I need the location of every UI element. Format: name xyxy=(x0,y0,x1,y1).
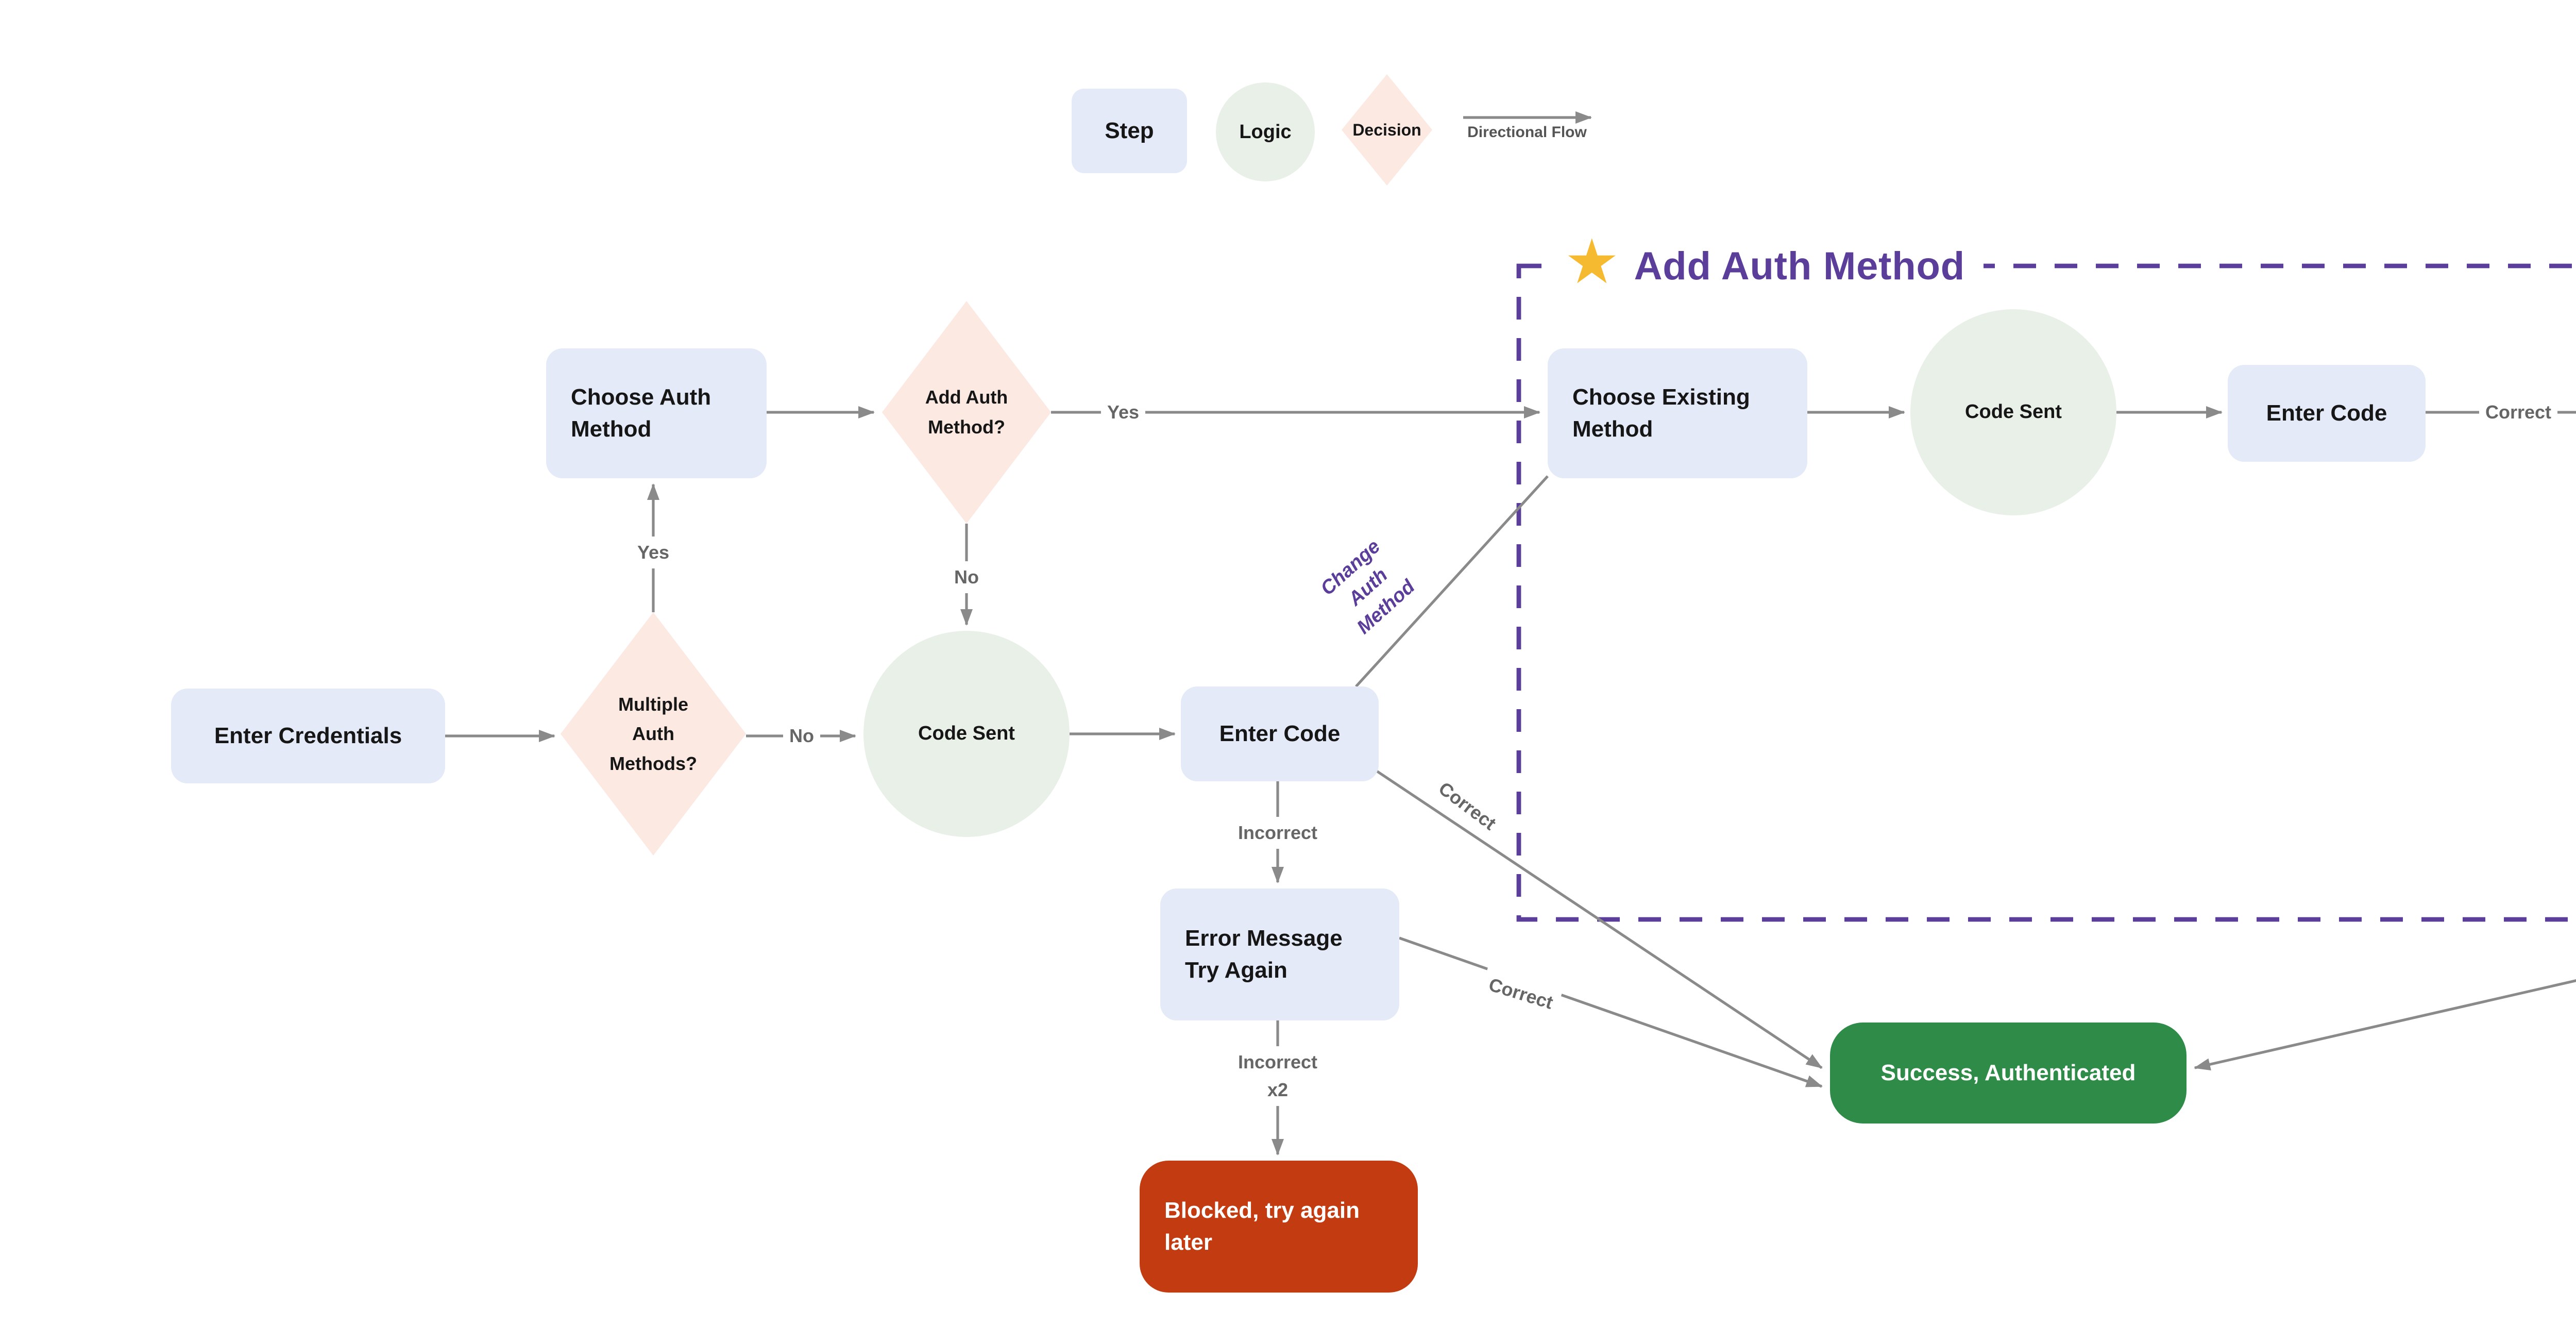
node-choose-auth-method[interactable]: Choose Auth Method xyxy=(546,348,767,478)
legend-flow-label: Directional Flow xyxy=(1467,124,1587,141)
group-dashed-border xyxy=(1516,263,2576,922)
flow-edge xyxy=(2194,979,2576,1071)
node-success[interactable]: Success, Authenticated xyxy=(1830,1022,2187,1124)
node-enter-code-1[interactable]: Enter Code xyxy=(1181,686,1379,781)
flow-edge xyxy=(1399,936,1823,1088)
group-title-container[interactable]: ★ Add Auth Method xyxy=(1546,227,1984,299)
edge-label: No xyxy=(783,720,820,752)
legend-decision-label: Decision xyxy=(1352,120,1421,139)
edge-label: Yes xyxy=(1100,396,1146,428)
legend-logic-label: Logic xyxy=(1239,121,1292,143)
node-code-sent-1[interactable]: Code Sent xyxy=(863,631,1070,837)
node-enter-code-2[interactable]: Enter Code xyxy=(2228,365,2426,462)
legend-logic-shape: Logic xyxy=(1216,82,1315,181)
edge-label: Yes xyxy=(631,537,676,568)
edge-label: Correct xyxy=(2479,396,2558,428)
node-blocked-label: Blocked, try again later xyxy=(1164,1198,1360,1255)
node-enter-code-2-label: Enter Code xyxy=(2266,400,2387,426)
edge-label: No xyxy=(948,561,985,593)
node-error-message[interactable]: Error Message Try Again xyxy=(1160,889,1399,1020)
flow-edge xyxy=(1376,769,1823,1069)
legend-step-label: Step xyxy=(1105,118,1154,143)
node-success-label: Success, Authenticated xyxy=(1880,1060,2136,1086)
node-choose-existing-method-label: Choose Existing Method xyxy=(1572,384,1750,442)
node-code-sent-2-label: Code Sent xyxy=(1965,401,2062,423)
star-icon: ★ xyxy=(1564,227,1620,296)
node-choose-existing-method[interactable]: Choose Existing Method xyxy=(1548,348,1807,478)
node-choose-auth-method-label: Choose Auth Method xyxy=(571,384,711,442)
group-title-text: Add Auth Method xyxy=(1634,244,1965,288)
node-blocked[interactable]: Blocked, try again later xyxy=(1140,1161,1418,1293)
node-enter-credentials-label: Enter Credentials xyxy=(214,723,402,749)
node-multiple-auth-methods-label: Multiple Auth Methods? xyxy=(609,693,697,774)
node-add-auth-method-q-label: Add Auth Method? xyxy=(925,387,1008,438)
flow-edge xyxy=(1355,475,1549,688)
node-code-sent-2[interactable]: Code Sent xyxy=(1910,309,2116,515)
node-enter-code-1-label: Enter Code xyxy=(1219,721,1341,747)
node-enter-credentials[interactable]: Enter Credentials xyxy=(171,689,445,783)
edge-label: Incorrect xyxy=(1231,817,1324,849)
node-error-message-label: Error Message Try Again xyxy=(1185,926,1343,983)
edge-label: Incorrect x2 xyxy=(1231,1046,1324,1106)
legend-step-shape: Step xyxy=(1072,89,1187,173)
node-code-sent-1-label: Code Sent xyxy=(918,723,1015,745)
